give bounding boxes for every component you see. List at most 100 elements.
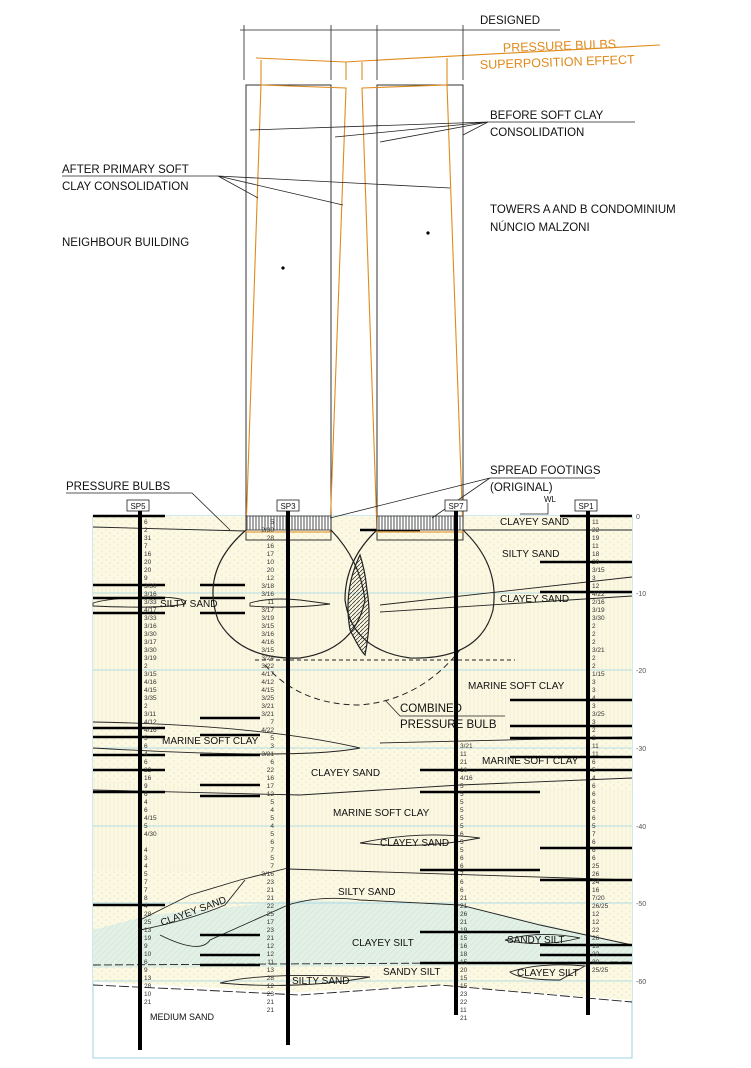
spt-value: 4/15 [144,687,157,694]
spt-value: 5 [592,767,596,774]
spt-value: 4/12 [144,719,157,726]
spt-value: 4/17 [144,607,157,614]
spt-value: 21 [460,903,468,910]
spt-value: 3 [270,743,274,750]
spt-value: 6 [144,759,148,766]
spt-value: 2 [592,663,596,670]
soil-label: MARINE SOFT CLAY [468,681,565,692]
spt-value: 5 [460,839,464,846]
spt-value: 4/12 [261,679,274,686]
spt-value: 4 [144,863,148,870]
borehole-sp7: SP7 3/211121164/165555556556676621212621… [444,499,473,1022]
depth-tick: 0 [636,514,640,521]
spt-value: 6 [460,855,464,862]
spt-value: 3/11 [144,711,157,718]
spt-value: 4 [592,695,596,702]
spt-value: 17 [267,551,275,558]
spt-value: 6 [592,815,596,822]
spt-value: 21 [267,935,275,942]
spt-value: 12 [267,943,275,950]
spt-value: 3/15 [261,647,274,654]
spt-value: 3/15 [592,567,605,574]
spt-value: 3/17 [144,639,157,646]
spt-value: 28 [267,535,275,542]
spt-value: 28 [144,911,152,918]
soil-label: SANDY SILT [507,935,564,946]
soil-label: CLAYEY SILT [352,938,414,949]
borehole-label: SP1 [578,502,594,511]
spt-value: 23 [267,991,275,998]
spt-value: 21 [267,999,275,1006]
spt-value: 3/22 [261,663,274,670]
spt-value: 4/22 [592,591,605,598]
spt-value: 6 [460,831,464,838]
spt-value: 3/21 [261,711,274,718]
spt-value: 17 [267,783,275,790]
spt-value: 20 [592,559,600,566]
spt-value: 7 [592,831,596,838]
soil-label: MARINE SOFT CLAY [162,736,259,747]
borehole-label: SP7 [448,502,464,511]
spt-value: 16 [267,775,275,782]
spt-value: 7 [144,879,148,886]
spt-value: 15 [460,975,468,982]
spt-value: 6 [144,807,148,814]
spt-value: 2 [592,735,596,742]
spt-value: 2 [592,631,596,638]
spt-value: 5 [460,847,464,854]
dimension-line [240,25,560,80]
soil-label: SILTY SAND [160,599,217,610]
spt-value: 30 [592,959,600,966]
spt-value: 22 [144,767,152,774]
spt-value: 12 [267,951,275,958]
spt-value: 11 [460,751,467,758]
spt-value: 12 [267,983,275,990]
borehole-label: SP5 [130,502,146,511]
spt-value: 15 [460,935,468,942]
spt-value: 2 [592,655,596,662]
spt-value: 4 [592,775,596,782]
spt-value: 5 [144,735,148,742]
spt-values: 3/211121164/1655555565566766212126211915… [460,743,473,1022]
combined-bulb-label-1: COMBINED [400,703,462,715]
spt-value: 24 [592,879,600,886]
spread-footings-label-1: SPREAD FOOTINGS [490,465,601,477]
spt-value: 9 [144,575,148,582]
spt-value: 21 [460,895,468,902]
spt-value: 5 [144,871,148,878]
spt-value: 5 [270,815,274,822]
spt-value: 4 [144,847,148,854]
soil-label: MARINE SOFT CLAY [333,808,430,819]
depth-tick: -30 [636,746,646,753]
spt-value: 28 [267,975,275,982]
towers-label-1: TOWERS A AND B CONDOMINIUM [490,204,676,216]
depth-tick: -10 [636,591,646,598]
annotations: DESIGNED PRESSURE BULBS SUPERPOSITION EF… [62,15,676,731]
spt-value: 21 [267,887,275,894]
pressure-bulbs-superposition-label-1: PRESSURE BULBS [503,37,617,55]
spt-value: 31 [144,535,152,542]
depth-tick: -60 [636,979,646,986]
spt-value: 22 [267,767,275,774]
spt-value: 28 [144,983,152,990]
spt-value: 4 [144,799,148,806]
spt-value: 7 [270,719,274,726]
spt-value: 6 [460,879,464,886]
spt-value: 3 [592,575,596,582]
spt-value: 2/16 [592,599,605,606]
spt-value: 4 [144,751,148,758]
towers-label-2: NÚNCIO MALZONI [490,221,590,234]
spt-value: 22 [592,951,600,958]
spt-value: 9 [144,967,148,974]
spt-value: 26/25 [592,903,609,910]
spt-value: 25 [144,919,152,926]
spt-value: 22 [267,903,275,910]
spt-value: 3/25 [592,711,605,718]
spt-value: 3 [592,703,596,710]
spt-value: 19 [592,943,600,950]
spt-value: 5 [460,807,464,814]
spt-value: 5 [144,823,148,830]
spt-value: 26 [592,935,600,942]
borehole-sp1: SP1 1122191118203/153124/222/163/193/302… [574,499,609,1015]
spt-value: 8 [144,895,148,902]
